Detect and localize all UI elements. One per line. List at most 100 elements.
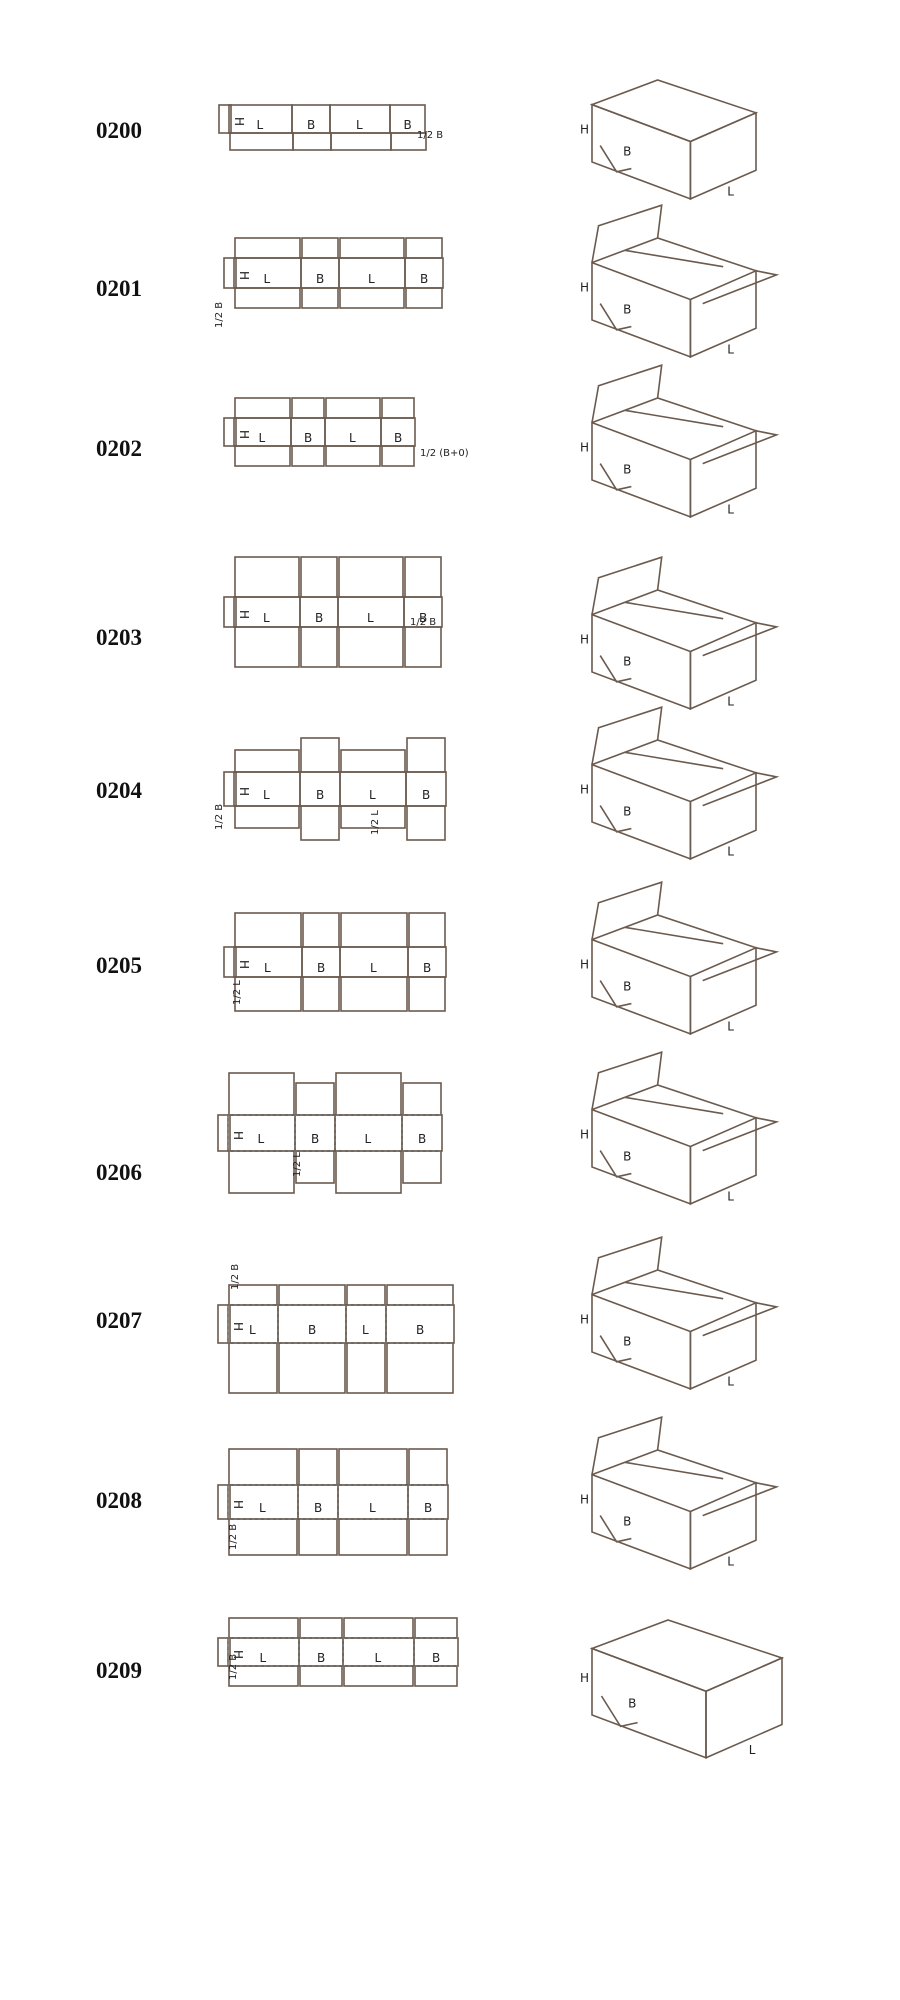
- top-flap: [325, 397, 381, 419]
- width-label: B: [424, 1501, 432, 1515]
- box-height-label: H: [580, 957, 589, 971]
- open-flap: [702, 1302, 780, 1337]
- length-label: L: [362, 1323, 369, 1337]
- bottom-flap: [339, 287, 405, 309]
- flap-dimension-label: 1/2 B: [214, 804, 225, 830]
- box-front-face: [591, 763, 692, 861]
- width-label: B: [307, 118, 315, 132]
- glue-tab: [217, 1114, 231, 1152]
- length-label: L: [263, 788, 270, 802]
- fefco-code: 0202: [96, 436, 142, 461]
- box-side-face: [689, 1301, 757, 1391]
- glue-tab: [218, 104, 232, 134]
- length-label: L: [375, 1651, 382, 1665]
- inner-flap: [624, 1281, 724, 1300]
- length-label: L: [356, 118, 363, 132]
- box-top-rim: [591, 589, 757, 624]
- box-height-label: H: [580, 1671, 589, 1685]
- box-length-label: L: [727, 185, 734, 199]
- glue-tab: [223, 771, 237, 807]
- box-front-face: [591, 938, 692, 1036]
- box-width-label: B: [623, 144, 631, 158]
- bottom-flap: [301, 287, 339, 309]
- box-front-face: [591, 421, 692, 519]
- box-3d: HBL: [580, 1236, 780, 1391]
- flap-dimension-label: 1/2 B: [228, 1524, 239, 1550]
- bottom-flap: [338, 1518, 408, 1556]
- bottom-flap: [234, 626, 300, 668]
- glue-tab: [223, 946, 237, 978]
- inner-flap: [624, 751, 724, 770]
- bottom-flap: [414, 1665, 458, 1687]
- inner-flap: [624, 1096, 724, 1115]
- flap-dimension-label: 1/2 L: [232, 980, 243, 1005]
- length-label: L: [264, 272, 271, 286]
- length-label: L: [263, 611, 270, 625]
- top-flap: [234, 556, 300, 598]
- flap-dimension-label: 1/2 (B+0): [420, 448, 469, 459]
- bottom-flap-fold: [599, 463, 632, 491]
- fefco-code: 0204: [96, 778, 142, 803]
- fefco-code: 0206: [96, 1160, 142, 1185]
- bottom-flap: [330, 132, 392, 151]
- open-flap: [591, 364, 663, 423]
- top-flap: [278, 1284, 346, 1306]
- bottom-flap: [228, 1518, 298, 1556]
- inner-flap: [624, 409, 724, 428]
- width-label: B: [419, 611, 427, 625]
- box-width-label: B: [623, 302, 631, 316]
- bottom-flap-fold: [600, 1695, 638, 1728]
- height-label: H: [237, 430, 251, 439]
- box-height-label: H: [580, 122, 589, 136]
- open-flap: [591, 1236, 663, 1295]
- top-flap: [381, 397, 415, 419]
- box-side-face: [689, 269, 757, 359]
- top-flap: [408, 1448, 448, 1486]
- width-label: B: [308, 1323, 316, 1337]
- bottom-flap-fold: [599, 145, 632, 173]
- fefco-code: 0207: [96, 1308, 142, 1333]
- box-front-face: [591, 1108, 692, 1206]
- bottom-flap: [381, 445, 415, 467]
- width-label: B: [316, 272, 324, 286]
- box-width-label: B: [623, 804, 631, 818]
- bottom-flap: [346, 1342, 386, 1394]
- bottom-flap: [340, 805, 406, 829]
- open-flap: [591, 706, 663, 765]
- box-height-label: H: [580, 1492, 589, 1506]
- box-length-label: L: [727, 1375, 734, 1389]
- top-flap: [228, 1072, 295, 1116]
- width-label: B: [315, 611, 323, 625]
- flap-dimension-label: 1/2 B: [230, 1264, 241, 1290]
- open-flap: [702, 622, 780, 657]
- height-label: H: [237, 271, 251, 280]
- length-label: L: [367, 611, 374, 625]
- fefco-code: 0208: [96, 1488, 142, 1513]
- width-label: B: [316, 788, 324, 802]
- bottom-flap: [340, 976, 408, 1012]
- box-front-face: [591, 1293, 692, 1391]
- box-3d: HBL: [580, 706, 780, 861]
- bottom-flap: [299, 1665, 343, 1687]
- width-label: B: [311, 1132, 319, 1146]
- box-length-label: L: [727, 503, 734, 517]
- box-front-face: [591, 1473, 692, 1571]
- top-flap: [301, 237, 339, 259]
- top-flap: [234, 912, 302, 948]
- width-label: B: [404, 118, 412, 132]
- open-flap: [591, 881, 663, 940]
- box-front-face: [591, 1647, 707, 1759]
- open-flap: [702, 772, 780, 807]
- height-label: H: [237, 610, 251, 619]
- bottom-flap: [291, 445, 325, 467]
- fefco-code: 0203: [96, 625, 142, 650]
- box-width-label: B: [623, 1334, 631, 1348]
- open-flap: [591, 1051, 663, 1110]
- height-label: H: [231, 1131, 245, 1140]
